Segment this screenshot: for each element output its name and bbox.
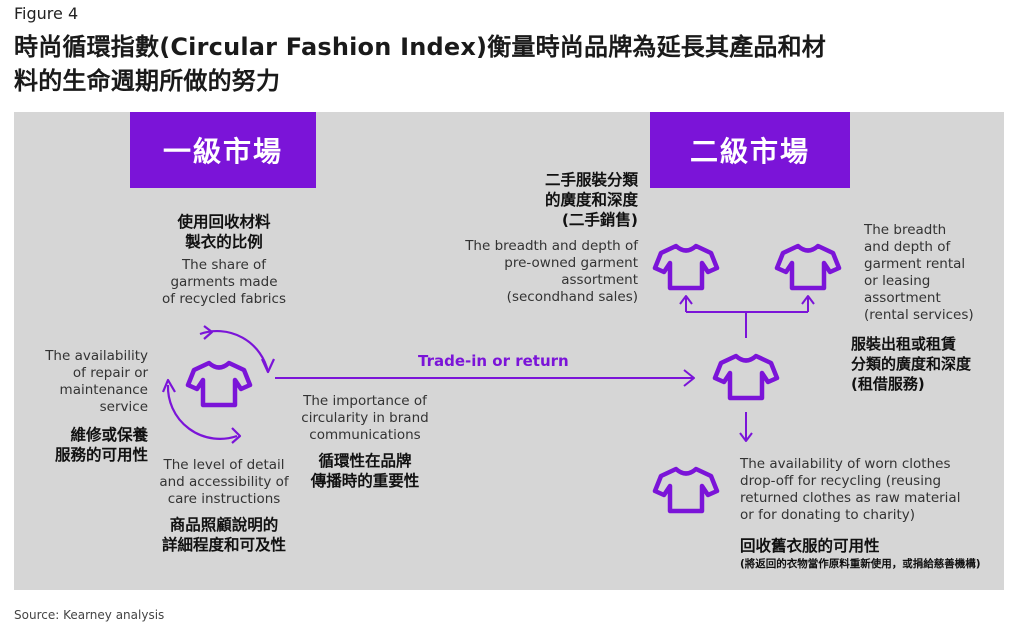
trade-in-arrow-icon: [275, 369, 695, 387]
repair-en-line-4: service: [99, 399, 148, 415]
title-line-1: 時尚循環指數(Circular Fashion Index)衡量時尚品牌為延長其…: [14, 33, 827, 61]
rental-en-line-4: or leasing: [864, 273, 931, 289]
repair-en-line-1: The availability: [45, 348, 148, 364]
trade-in-label: Trade-in or return: [418, 352, 569, 370]
preowned-zh-line-3: (二手銷售): [561, 211, 638, 229]
rental-zh-line-2: 分類的廣度和深度: [851, 355, 972, 373]
rental-zh: 服裝出租或租賃 分類的廣度和深度 (租借服務): [851, 334, 1003, 394]
figure-label: Figure 4: [14, 4, 79, 23]
care-zh-line-2: 詳細程度和可及性: [161, 536, 286, 554]
rental-en: The breadth and depth of garment rental …: [864, 222, 999, 324]
preowned-en-line-2: pre-owned garment: [504, 255, 638, 271]
recycled-en-line-2: garments made: [170, 274, 278, 290]
repair-en-line-3: maintenance: [59, 382, 148, 398]
recycled-en-line-3: of recycled fabrics: [162, 291, 286, 307]
dropoff-zh-note: (將返回的衣物當作原料重新使用，或捐給慈善機構): [740, 558, 981, 570]
recycled-zh: 使用回收材料 製衣的比例: [154, 212, 294, 252]
tshirt-icon-primary: [188, 363, 250, 405]
dropoff-en-line-2: drop-off for recycling (reusing: [740, 473, 942, 489]
circularity-zh: 循環性在品牌 傳播時的重要性: [290, 451, 440, 491]
circularity-en-line-3: communications: [309, 427, 421, 443]
repair-zh-line-1: 維修或保養: [70, 426, 148, 444]
circularity-en: The importance of circularity in brand c…: [290, 393, 440, 444]
tshirt-icon-preowned: [655, 246, 717, 288]
care-en-line-1: The level of detail: [163, 457, 285, 473]
circularity-en-line-1: The importance of: [303, 393, 427, 409]
dropoff-en-line-3: returned clothes as raw material: [740, 490, 961, 506]
circularity-zh-line-2: 傳播時的重要性: [310, 472, 420, 490]
preowned-en-line-1: The breadth and depth of: [465, 238, 638, 254]
dropoff-en: The availability of worn clothes drop-of…: [740, 456, 998, 524]
page-title: 時尚循環指數(Circular Fashion Index)衡量時尚品牌為延長其…: [14, 30, 1004, 98]
tshirt-icon-rental: [777, 246, 839, 288]
dropoff-en-line-1: The availability of worn clothes: [740, 456, 951, 472]
repair-en: The availability of repair or maintenanc…: [24, 348, 148, 416]
recycled-en: The share of garments made of recycled f…: [144, 257, 304, 308]
circularity-en-line-2: circularity in brand: [301, 410, 429, 426]
preowned-zh-line-2: 的廣度和深度: [544, 191, 638, 209]
circularity-zh-line-1: 循環性在品牌: [318, 452, 412, 470]
tshirt-icon-returned: [715, 356, 777, 398]
rental-en-line-3: garment rental: [864, 256, 966, 272]
rental-zh-line-3: (租借服務): [851, 375, 925, 393]
preowned-en-line-4: (secondhand sales): [506, 289, 638, 305]
recycled-en-line-1: The share of: [181, 257, 267, 273]
source-note: Source: Kearney analysis: [14, 608, 165, 622]
rental-en-line-5: assortment: [864, 290, 941, 306]
preowned-zh: 二手服裝分類 的廣度和深度 (二手銷售): [470, 170, 638, 230]
rental-en-line-2: and depth of: [864, 239, 951, 255]
repair-zh-line-2: 服務的可用性: [54, 446, 148, 464]
repair-en-line-2: of repair or: [72, 365, 148, 381]
preowned-zh-line-1: 二手服裝分類: [544, 171, 638, 189]
preowned-en-line-3: assortment: [561, 272, 638, 288]
title-line-2: 料的生命週期所做的努力: [14, 67, 281, 95]
tshirt-icon-dropoff: [655, 469, 717, 511]
rental-en-line-1: The breadth: [864, 222, 947, 238]
diagram-panel: [14, 112, 1004, 590]
secondary-market-label: 二級市場: [650, 112, 850, 188]
rental-zh-line-1: 服裝出租或租賃: [851, 335, 957, 353]
care-zh-line-1: 商品照顧說明的: [169, 516, 279, 534]
dropoff-en-line-4: or for donating to charity): [740, 507, 916, 523]
repair-zh: 維修或保養 服務的可用性: [24, 425, 148, 465]
branch-arrows-icon: [679, 295, 815, 442]
recycled-zh-line-2: 製衣的比例: [185, 233, 263, 251]
care-zh: 商品照顧說明的 詳細程度和可及性: [144, 515, 304, 555]
rental-en-line-6: (rental services): [864, 307, 974, 323]
recycle-cycle-icon: [161, 325, 275, 444]
preowned-en: The breadth and depth of pre-owned garme…: [438, 238, 638, 306]
dropoff-zh: 回收舊衣服的可用性: [740, 537, 880, 555]
primary-market-label: 一級市場: [130, 112, 316, 188]
care-en-line-3: care instructions: [167, 491, 281, 507]
care-en: The level of detail and accessibility of…: [144, 457, 304, 508]
recycled-zh-line-1: 使用回收材料: [177, 213, 271, 231]
care-en-line-2: and accessibility of: [159, 474, 289, 490]
